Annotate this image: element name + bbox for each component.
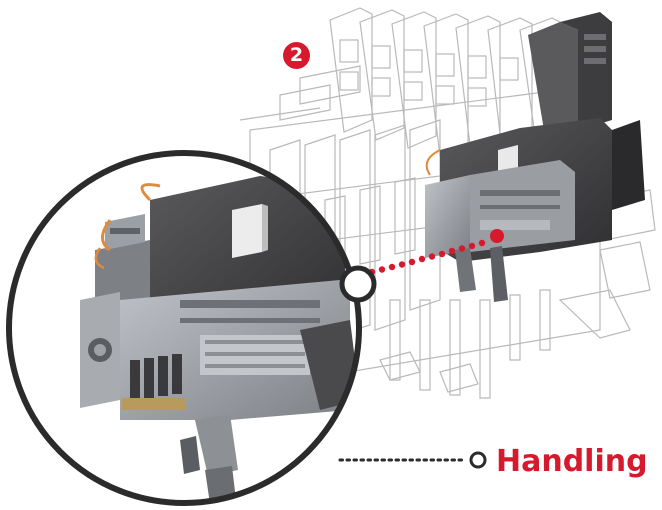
handling-unit-highlight <box>425 12 645 302</box>
handling-label: Handling <box>496 444 648 479</box>
magnifier-lens <box>6 150 377 506</box>
step-number-badge: 2 <box>283 42 310 69</box>
target-point <box>490 229 504 243</box>
leader-end-circle <box>469 451 487 469</box>
outline-frames <box>329 7 565 169</box>
label-leader <box>338 451 487 469</box>
lens-knob <box>339 265 377 303</box>
zoomed-handling-unit <box>80 176 359 503</box>
